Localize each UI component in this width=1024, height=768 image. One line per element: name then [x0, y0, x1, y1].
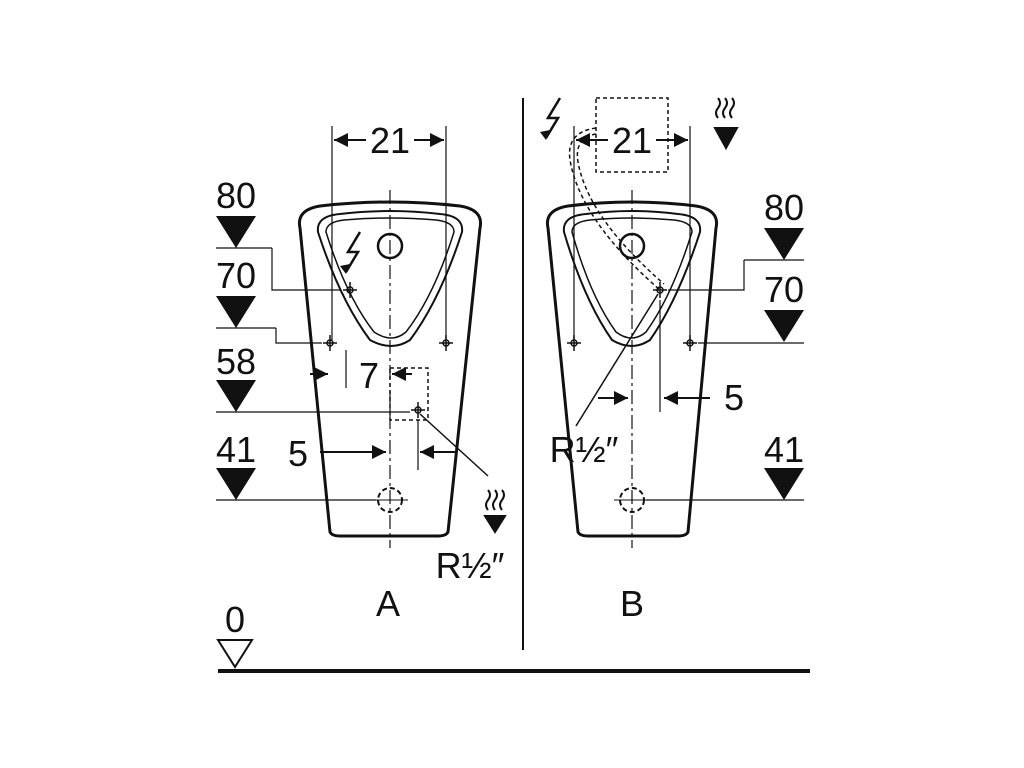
level-a-70-label: 70 [216, 255, 256, 296]
level-b-41-triangle [764, 468, 804, 500]
fixing-point-a-left [323, 335, 337, 351]
lightning-icon [544, 97, 562, 139]
variant-b: 21 80 70 41 [540, 97, 804, 624]
urinal-b-bowl [562, 210, 702, 347]
supply-leader-b [575, 293, 659, 427]
pipe-thread-a-label: R½″ [436, 545, 505, 586]
level-a-41-label: 41 [216, 429, 256, 470]
level-a-58-triangle [216, 380, 256, 412]
level-a-70-triangle [216, 296, 256, 328]
concealed-unit-box-b [595, 97, 669, 173]
water-supply-icon [713, 97, 739, 151]
level-b-80-leader [668, 260, 745, 291]
urinal-b-bowl-inner [571, 217, 693, 339]
dimension-a-5-label: 5 [288, 433, 308, 474]
level-a-80-leader [271, 248, 340, 291]
lightning-arrowhead-b [540, 130, 550, 140]
pipe-thread-b-label: R½″ [550, 429, 619, 470]
fixing-point-b-right [683, 335, 697, 351]
supply-leader-a [419, 413, 489, 477]
dimension-a-7-label: 7 [359, 355, 379, 396]
dimension-a-width-label: 21 [370, 120, 410, 161]
floor-level-marker: 0 [216, 599, 254, 669]
lightning-icon [344, 231, 362, 273]
dimension-b-5-label: 5 [724, 377, 744, 418]
level-a-41-triangle [216, 468, 256, 500]
urinal-a-bowl-inner [325, 217, 455, 339]
water-supply-icon [483, 489, 507, 534]
variant-b-label: B [620, 583, 644, 624]
dimension-b-width-label: 21 [612, 120, 652, 161]
level-b-70-label: 70 [764, 269, 804, 310]
level-a-80-triangle [216, 216, 256, 248]
level-b-70-triangle [764, 310, 804, 342]
fixing-point-b-70 [653, 282, 667, 298]
supply-connection-box-a [389, 367, 429, 421]
supply-connection-point-a [411, 402, 425, 418]
fixing-point-b-left [567, 335, 581, 351]
variant-a-label: A [376, 583, 400, 624]
lightning-arrowhead-a [340, 264, 350, 274]
fixing-point-a-70 [343, 282, 357, 298]
urinal-a-body [297, 200, 483, 538]
level-a-80-label: 80 [216, 175, 256, 216]
urinal-a-bowl [316, 210, 464, 347]
level-a-58-label: 58 [216, 341, 256, 382]
fixing-point-a-right [439, 335, 453, 351]
level-triangle-icon [216, 639, 254, 669]
urinal-b-body [545, 200, 719, 538]
floor-level-label: 0 [225, 599, 245, 640]
variant-a: 21 80 70 58 41 7 [216, 120, 507, 624]
level-a-70-leader [275, 328, 322, 344]
level-b-80-label: 80 [764, 187, 804, 228]
level-b-41-label: 41 [764, 429, 804, 470]
level-b-80-triangle [764, 228, 804, 260]
